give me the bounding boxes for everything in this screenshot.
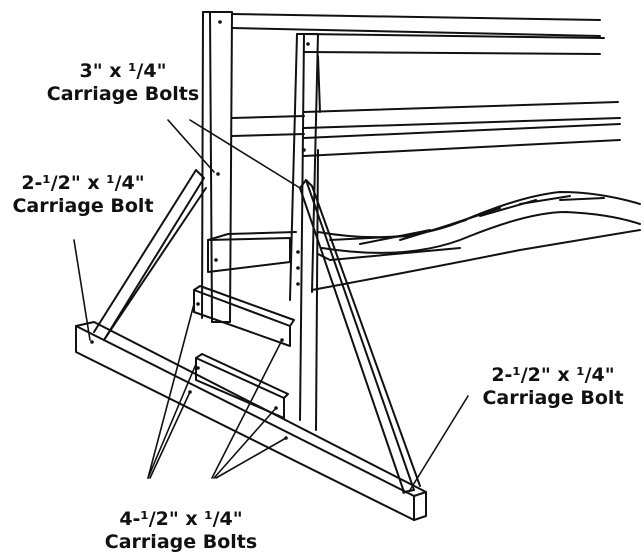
leader-lines: [73, 119, 469, 491]
seat-slats: [311, 191, 641, 291]
left-back-post: [201, 11, 233, 323]
label-2half-right-line1: 2-¹/2" x ¹/4": [491, 364, 615, 386]
label-3in-line2: Carriage Bolts: [46, 83, 200, 105]
label-3in-line1: 3" x ¹/4": [79, 60, 167, 82]
label-4half-carriage-bolts: 4-¹/2" x ¹/4" Carriage Bolts: [96, 508, 266, 554]
label-2half-left-line1: 2-¹/2" x ¹/4": [21, 172, 145, 194]
label-2half-carriage-bolt-left: 2-¹/2" x ¹/4" Carriage Bolt: [2, 172, 164, 218]
bolt-heads: [90, 20, 406, 494]
label-3in-carriage-bolts: 3" x ¹/4" Carriage Bolts: [38, 60, 208, 106]
left-diagonal-brace: [93, 169, 207, 341]
seat-back-slats: [231, 13, 621, 157]
label-2half-carriage-bolt-right: 2-¹/2" x ¹/4" Carriage Bolt: [464, 364, 642, 410]
base-board: [75, 321, 427, 521]
right-diagonal-brace: [299, 179, 421, 493]
label-4half-line2: Carriage Bolts: [104, 531, 258, 553]
label-2half-left-line2: Carriage Bolt: [12, 195, 154, 217]
label-2half-right-line2: Carriage Bolt: [482, 387, 624, 409]
lower-cross-board: [195, 353, 289, 419]
upper-cross-board: [193, 285, 295, 347]
arm-support-block: [207, 231, 297, 273]
label-4half-line1: 4-¹/2" x ¹/4": [119, 508, 243, 530]
